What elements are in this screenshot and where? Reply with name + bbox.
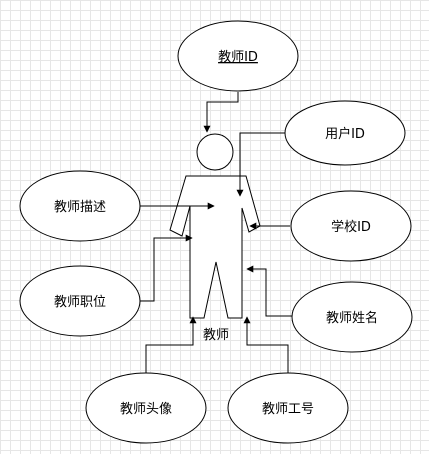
attribute-label: 教师头像 — [120, 401, 172, 417]
attribute-teacher-title[interactable]: 教师职位 — [19, 265, 141, 337]
attribute-label: 教师职位 — [54, 294, 106, 310]
attribute-label: 教师描述 — [54, 199, 106, 215]
attribute-label: 学校ID — [331, 219, 371, 235]
connector-user-id — [236, 132, 285, 197]
attribute-ellipse — [177, 20, 299, 92]
attribute-ellipse — [290, 190, 412, 262]
attribute-ellipse — [19, 265, 141, 337]
attribute-teacher-desc[interactable]: 教师描述 — [19, 170, 141, 242]
teacher-entity-actor[interactable]: 教师 — [169, 133, 261, 343]
attribute-ellipse — [19, 170, 141, 242]
connector-teacher-number — [243, 316, 289, 378]
attribute-teacher-avatar[interactable]: 教师头像 — [85, 372, 207, 444]
attribute-label: 用户ID — [325, 126, 365, 142]
attribute-teacher-number[interactable]: 教师工号 — [227, 372, 349, 444]
attribute-label: 教师姓名 — [326, 310, 378, 326]
attribute-ellipse — [291, 281, 413, 353]
connector-teacher-avatar — [145, 316, 197, 378]
attribute-school-id[interactable]: 学校ID — [290, 190, 412, 262]
connector-teacher-id — [203, 92, 239, 133]
entity-label: 教师 — [203, 327, 229, 343]
connectors — [139, 92, 292, 378]
actor-head — [196, 133, 234, 171]
connector-teacher-name — [246, 265, 292, 317]
attribute-teacher-name[interactable]: 教师姓名 — [291, 281, 413, 353]
attribute-ellipse — [284, 100, 406, 166]
attribute-label: 教师ID — [218, 49, 258, 65]
attribute-ellipse — [227, 372, 349, 444]
attribute-ellipse — [85, 372, 207, 444]
attribute-user-id[interactable]: 用户ID — [284, 100, 406, 166]
attribute-teacher-id[interactable]: 教师ID — [177, 20, 299, 92]
attribute-label: 教师工号 — [262, 401, 314, 417]
connector-teacher-title — [140, 234, 193, 302]
actor-body — [169, 175, 261, 319]
